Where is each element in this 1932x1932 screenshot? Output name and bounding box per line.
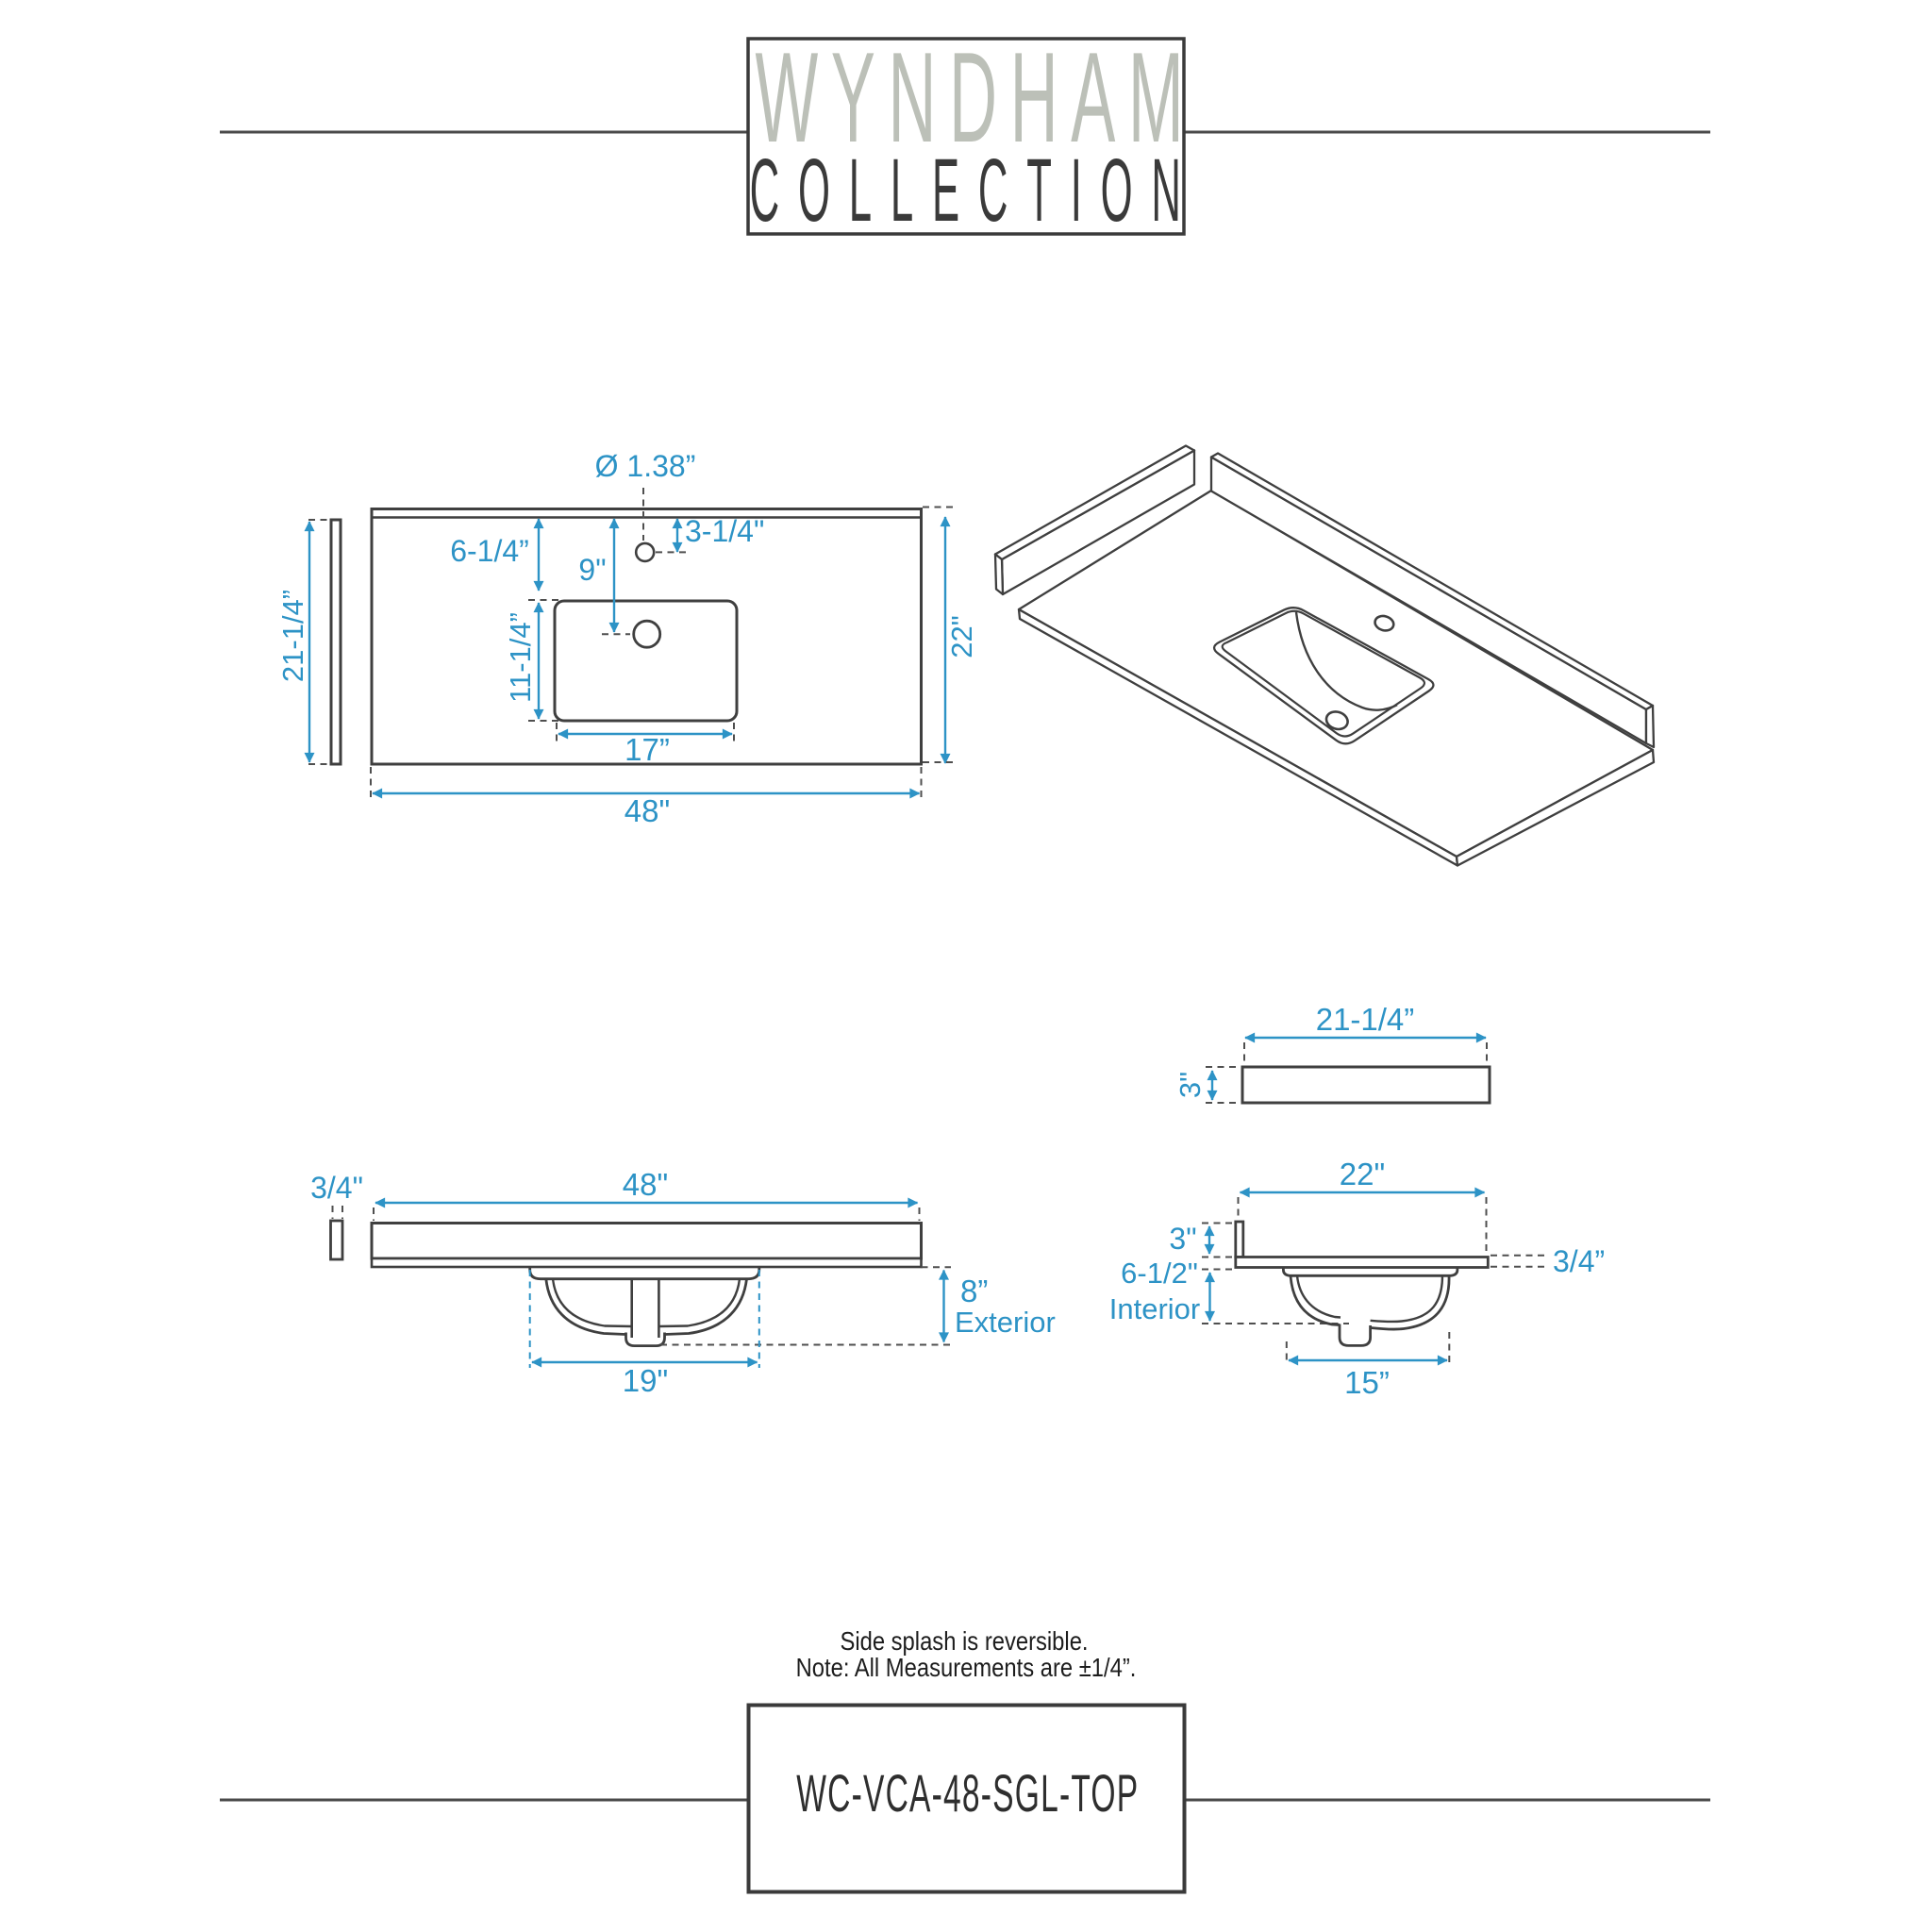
svg-text:Side splash is reversible.: Side splash is reversible. (840, 1625, 1088, 1656)
svg-text:22": 22" (1340, 1157, 1385, 1191)
svg-text:21-1/4”: 21-1/4” (1316, 1002, 1415, 1037)
svg-text:9": 9" (578, 553, 606, 587)
svg-text:17”: 17” (625, 732, 670, 767)
svg-text:22": 22" (945, 615, 978, 658)
svg-text:3": 3" (1169, 1222, 1196, 1256)
svg-text:3/4”: 3/4” (1553, 1244, 1605, 1278)
svg-text:21-1/4”: 21-1/4” (276, 590, 309, 682)
svg-text:COLLECTION: COLLECTION (750, 140, 1200, 241)
svg-text:WYNDHAM: WYNDHAM (755, 25, 1196, 169)
svg-text:8”: 8” (960, 1274, 988, 1308)
svg-text:Note: All Measurements are ±1/: Note: All Measurements are ±1/4”. (796, 1652, 1137, 1682)
svg-text:19": 19" (623, 1363, 668, 1398)
svg-text:Interior: Interior (1109, 1292, 1200, 1325)
svg-text:11-1/4”: 11-1/4” (504, 612, 537, 703)
svg-text:WC-VCA-48-SGL-TOP: WC-VCA-48-SGL-TOP (796, 1763, 1139, 1823)
svg-text:Ø 1.38”: Ø 1.38” (595, 449, 696, 483)
svg-text:48": 48" (625, 793, 670, 828)
svg-text:6-1/4”: 6-1/4” (450, 534, 529, 568)
svg-text:6-1/2": 6-1/2" (1121, 1257, 1198, 1290)
svg-text:Exterior: Exterior (955, 1306, 1056, 1339)
svg-text:15”: 15” (1344, 1365, 1390, 1400)
svg-text:3": 3" (1174, 1072, 1207, 1098)
svg-text:3-1/4": 3-1/4" (685, 514, 764, 548)
svg-text:48": 48" (623, 1167, 668, 1202)
svg-text:3/4": 3/4" (310, 1171, 363, 1205)
